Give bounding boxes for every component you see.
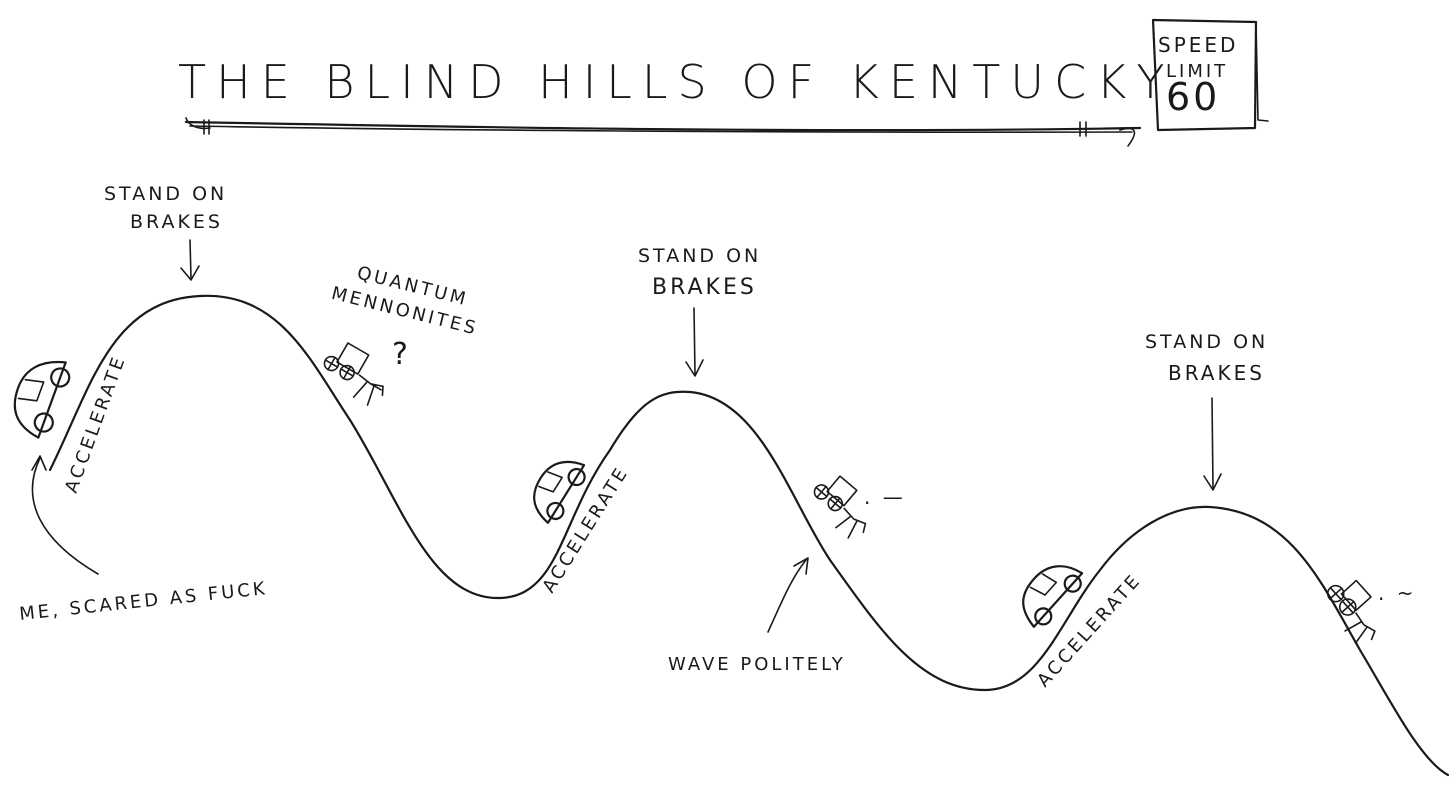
car-icon	[533, 460, 586, 524]
accelerate-label-3: ACCELERATE	[1033, 570, 1146, 692]
arrow-down-icon	[180, 239, 200, 281]
brakes-label-2-line2: BRAKES	[652, 275, 757, 300]
horse-buggy-icon	[323, 342, 384, 406]
car-icon	[1022, 565, 1084, 628]
horse-buggy-icon	[1326, 579, 1376, 644]
buggy-2-remark: . —	[864, 485, 906, 509]
sign-speed-text: SPEED	[1158, 33, 1238, 57]
horse-buggy-icon	[813, 475, 867, 539]
question-mark: ?	[392, 337, 411, 372]
buggy-3-remark: . ~	[1378, 581, 1416, 605]
mennonites-label: QUANTUM MENNONITES	[329, 262, 480, 339]
me-label: ME, SCARED AS FUCK	[18, 578, 268, 625]
wave-arrow	[767, 559, 807, 633]
brakes-label-3-line1: STAND ON	[1145, 331, 1268, 353]
accelerate-label-2: ACCELERATE	[538, 463, 633, 597]
sign-limit-text: LIMIT	[1166, 61, 1228, 82]
arrow-down-icon	[685, 307, 704, 377]
wave-label: WAVE POLITELY	[668, 654, 846, 675]
title-underline	[184, 117, 1142, 147]
arrow-down-icon	[1203, 397, 1222, 491]
brakes-label-3-line2: BRAKES	[1168, 361, 1265, 385]
speed-limit-sign: SPEED LIMIT 60	[1151, 18, 1269, 132]
car-icon	[13, 360, 71, 439]
brakes-label-1-line2: BRAKES	[130, 211, 223, 233]
hills-road	[48, 294, 1450, 777]
brakes-label-1-line1: STAND ON	[104, 183, 227, 205]
brakes-label-2-line1: STAND ON	[638, 245, 761, 267]
comic-title: THE BLIND HILLS OF KENTUCKY	[178, 55, 1174, 109]
sign-value-text: 60	[1166, 75, 1220, 119]
me-arrow	[31, 457, 99, 575]
